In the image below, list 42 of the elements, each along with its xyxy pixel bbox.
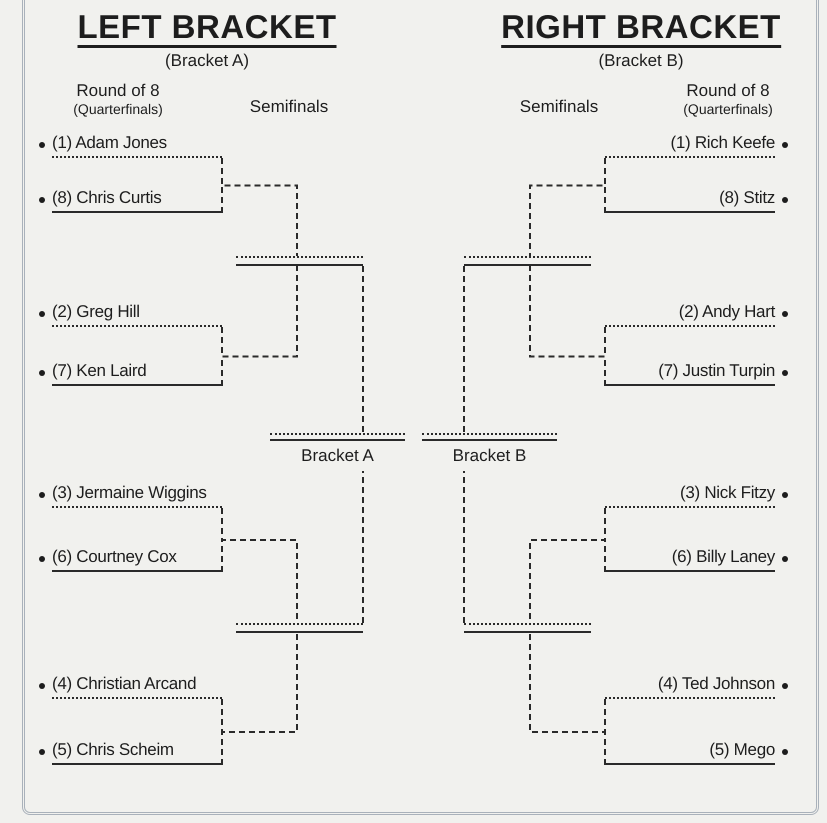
- player-name: (2) Greg Hill: [52, 302, 140, 323]
- player-name: (1) Adam Jones: [52, 133, 167, 154]
- bracket-connector: [529, 184, 606, 256]
- bracket-connector: [362, 266, 364, 433]
- bracket-connector: [221, 184, 298, 256]
- player-name: (7) Justin Turpin: [658, 361, 775, 382]
- bracket-bar: [464, 623, 591, 633]
- player-name: (1) Rich Keefe: [670, 133, 775, 154]
- bracket-connector: [463, 471, 465, 623]
- bracket-connector: [529, 633, 606, 765]
- round-heading: Round of 8: [76, 81, 160, 101]
- bracket-subtitle: (Bracket B): [598, 51, 684, 71]
- bracket-bar: [236, 623, 363, 633]
- round-subheading: (Quarterfinals): [73, 101, 163, 117]
- bracket-connector: [362, 471, 364, 623]
- player-name: (3) Jermaine Wiggins: [52, 483, 207, 504]
- bracket-connector: [221, 633, 298, 765]
- round-heading: Round of 8: [686, 81, 770, 101]
- bracket-heading: LEFT BRACKET: [78, 10, 336, 48]
- round-subheading: (Quarterfinals): [683, 101, 773, 117]
- player-name: (8) Stitz: [719, 188, 775, 209]
- player-name: (5) Chris Scheim: [52, 740, 174, 761]
- bracket-connector: [463, 266, 465, 433]
- player-name: (5) Mego: [709, 740, 775, 761]
- bracket-connector: [221, 266, 298, 386]
- player-name: (6) Courtney Cox: [52, 547, 177, 568]
- bracket-bar: [236, 256, 363, 266]
- slot-label: Bracket A: [301, 446, 374, 466]
- player-name: (8) Chris Curtis: [52, 188, 162, 209]
- bracket-subtitle: (Bracket A): [164, 51, 250, 71]
- player-name: (2) Andy Hart: [678, 302, 775, 323]
- player-name: (4) Ted Johnson: [658, 674, 775, 695]
- bracket-heading: RIGHT BRACKET: [501, 10, 781, 48]
- round-heading: Semifinals: [250, 97, 328, 117]
- player-name: (4) Christian Arcand: [52, 674, 196, 695]
- bracket-connector: [529, 266, 606, 386]
- player-name: (7) Ken Laird: [52, 361, 146, 382]
- slot-label: Bracket B: [452, 446, 526, 466]
- player-name: (6) Billy Laney: [672, 547, 775, 568]
- player-name: (3) Nick Fitzy: [680, 483, 775, 504]
- round-heading: Semifinals: [520, 97, 598, 117]
- bracket-bar: [464, 256, 591, 266]
